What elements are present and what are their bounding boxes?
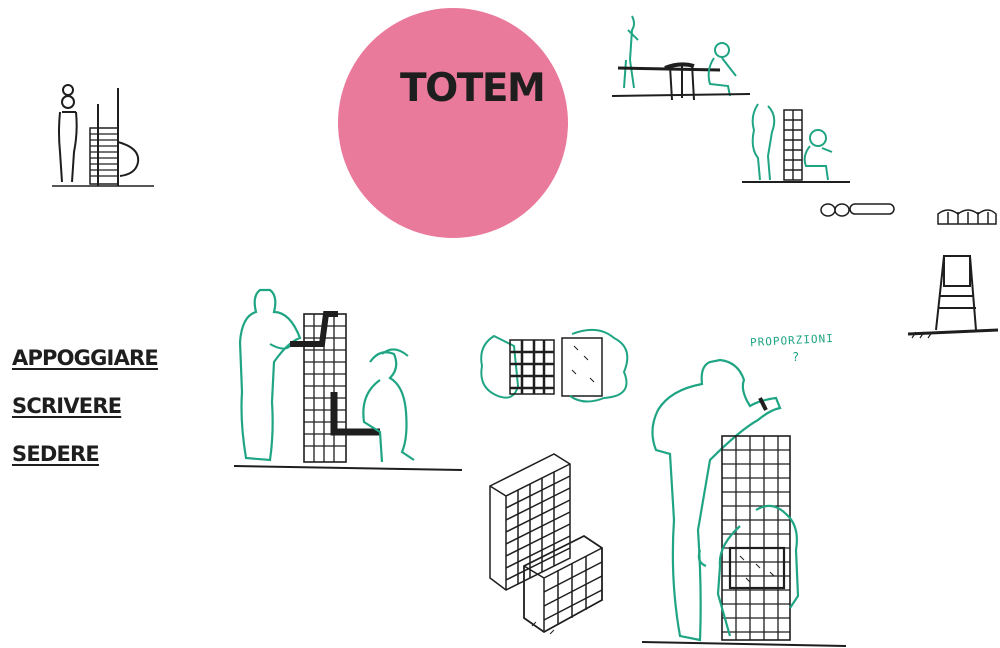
sketch-tower: [906, 250, 1000, 350]
sketch-grid-chair: [484, 446, 614, 642]
sketch-plan-view: [474, 326, 634, 412]
sketch-totem-lean-sit: [230, 282, 470, 478]
note-proporzioni: PROPORZIONI: [750, 332, 834, 349]
verb-appoggiare: APPOGGIARE: [12, 346, 158, 370]
sketch-doodle-circles: [818, 198, 898, 222]
sketch-proportions: [640, 350, 850, 648]
page-title: TOTEM: [400, 66, 544, 111]
verb-sedere: SEDERE: [12, 442, 99, 466]
sketch-doodle-fence: [934, 202, 1000, 228]
sketch-totem-people: [738, 92, 858, 187]
sketch-figure-column: [50, 82, 160, 192]
sketch-table-scene: [610, 10, 750, 105]
note-question-mark: ?: [792, 350, 799, 364]
totem-circle: [338, 8, 568, 238]
verb-scrivere: SCRIVERE: [12, 394, 121, 418]
